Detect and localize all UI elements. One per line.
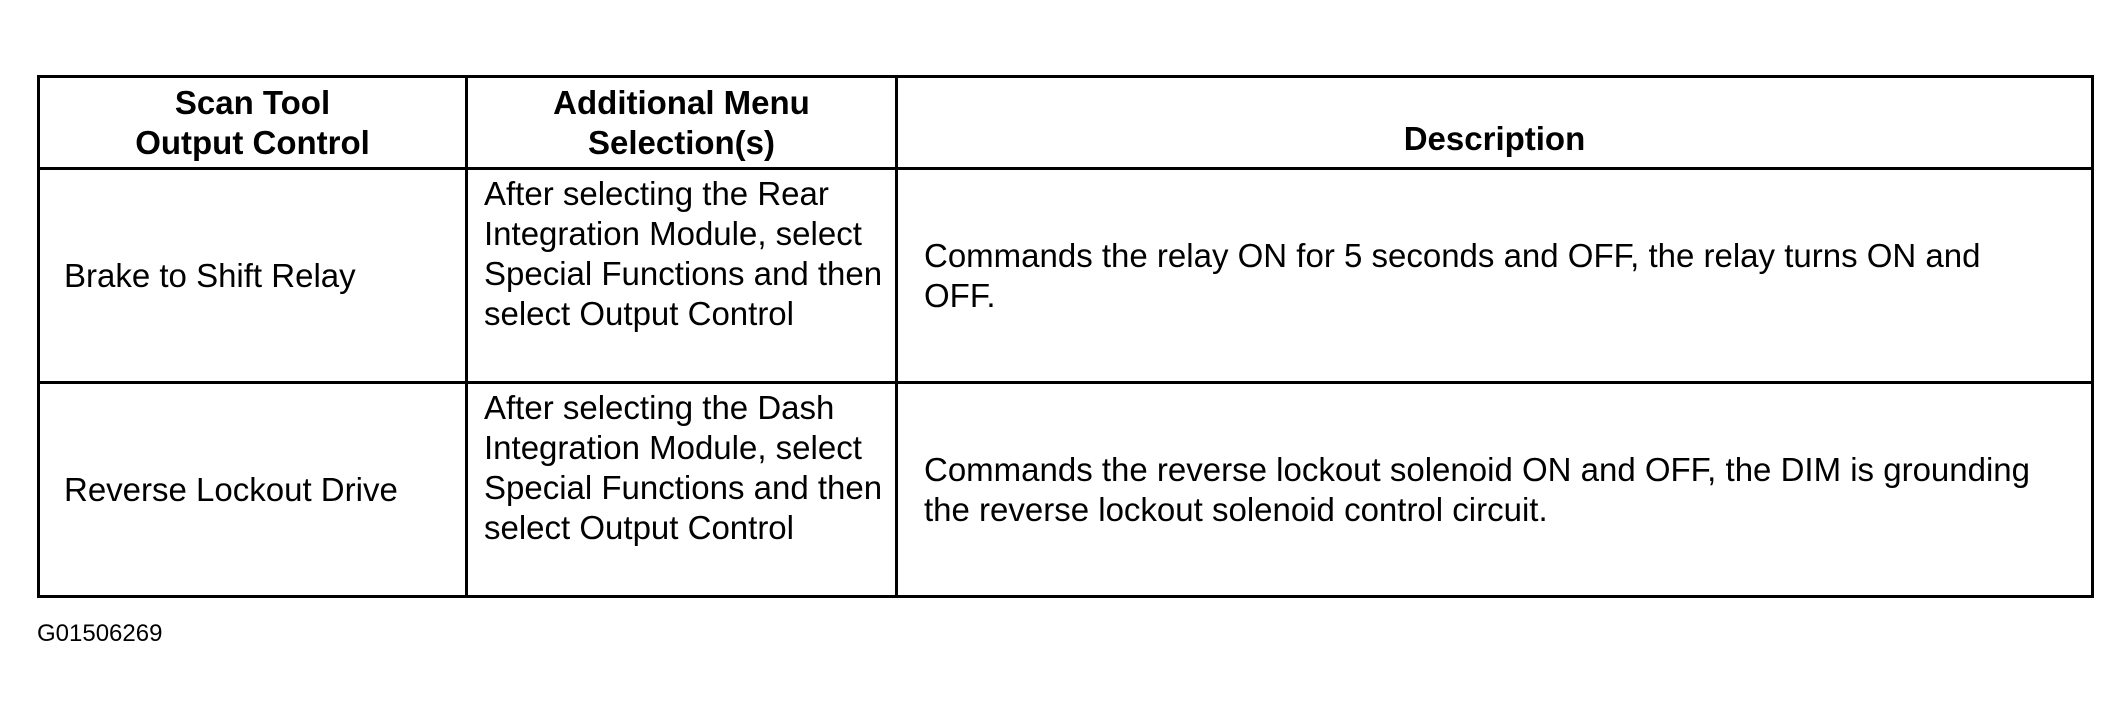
- header-menu-line1: Additional Menu: [553, 83, 810, 121]
- header-scan-tool-line2: Output Control: [135, 123, 370, 161]
- header-scan-tool-line1: Scan Tool: [174, 83, 331, 121]
- header-menu-line2: Selection(s): [587, 123, 776, 161]
- cell-output-control: Reverse Lockout Drive: [37, 381, 468, 598]
- header-additional-menu-selections: Additional Menu Selection(s): [465, 75, 898, 170]
- header-scan-tool-output-control: Scan Tool Output Control: [37, 75, 468, 170]
- cell-description: Commands the reverse lockout solenoid ON…: [895, 381, 2094, 598]
- header-description: Description: [895, 75, 2094, 170]
- cell-description: Commands the relay ON for 5 seconds and …: [895, 167, 2094, 384]
- figure-code: G01506269: [37, 620, 163, 647]
- table-row: Reverse Lockout Drive After selecting th…: [37, 381, 2094, 598]
- table-row: Brake to Shift Relay After selecting the…: [37, 167, 2094, 384]
- output-control-table: Scan Tool Output Control Additional Menu…: [37, 75, 2094, 598]
- cell-output-control: Brake to Shift Relay: [37, 167, 468, 384]
- cell-menu-selection: After selecting the Dash Integration Mod…: [465, 381, 898, 598]
- cell-menu-selection: After selecting the Rear Integration Mod…: [465, 167, 898, 384]
- table-header-row: Scan Tool Output Control Additional Menu…: [37, 75, 2094, 170]
